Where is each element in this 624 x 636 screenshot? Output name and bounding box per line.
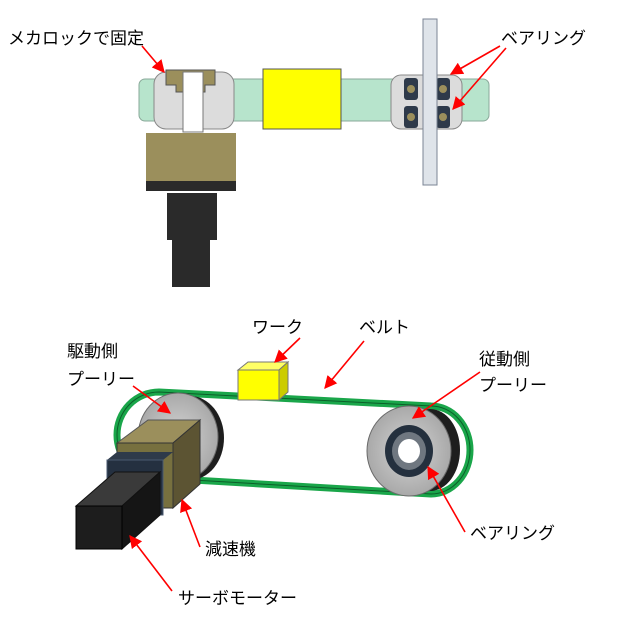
bearing-balls: [407, 85, 447, 121]
label-work: ワーク: [252, 318, 303, 338]
arrow-mechalock: [141, 45, 165, 73]
label-mechalock: メカロックで固定: [8, 29, 144, 49]
reducer-base: [146, 181, 236, 191]
pulley-plate: [422, 18, 438, 186]
arrow-driven-pulley: [411, 371, 481, 419]
bottom-view: ワーク ベルト 駆動側 プーリー 従動側 プーリー ベアリング 減速機 サーボモ…: [67, 318, 555, 609]
reducer-body: [146, 133, 236, 183]
motor-upper: [167, 193, 217, 240]
arrow-reducer: [180, 498, 201, 548]
label-driven-pulley-2: プーリー: [479, 376, 547, 396]
label-belt: ベルト: [359, 318, 410, 338]
motor-front: [75, 505, 123, 550]
arrow-servo-motor: [129, 534, 173, 592]
top-view: メカロックで固定 ベアリング: [8, 18, 586, 287]
label-servo-motor: サーボモーター: [178, 589, 297, 609]
arrow-bearing-bottom: [427, 465, 466, 533]
belt-highlight: [116, 391, 471, 495]
arrow-bearing-top-2: [452, 47, 507, 110]
arrow-belt: [324, 340, 365, 389]
label-bearing-top: ベアリング: [501, 29, 586, 49]
motor-lower: [172, 240, 210, 287]
label-driven-pulley-1: 従動側: [479, 350, 530, 370]
work-front: [237, 369, 280, 401]
driven-bearing-bore: [398, 439, 420, 463]
label-reducer: 減速機: [205, 540, 256, 560]
yellow-block: [262, 68, 342, 130]
arrow-bearing-top-1: [449, 45, 501, 75]
motor-flange: [107, 452, 173, 460]
mechalock-pin: [182, 71, 204, 133]
label-bearing-bottom: ベアリング: [470, 524, 555, 544]
arrow-drive-pulley: [132, 385, 172, 414]
arrow-work: [274, 337, 301, 363]
label-drive-pulley-2: プーリー: [67, 370, 135, 390]
label-drive-pulley-1: 駆動側: [67, 342, 118, 362]
